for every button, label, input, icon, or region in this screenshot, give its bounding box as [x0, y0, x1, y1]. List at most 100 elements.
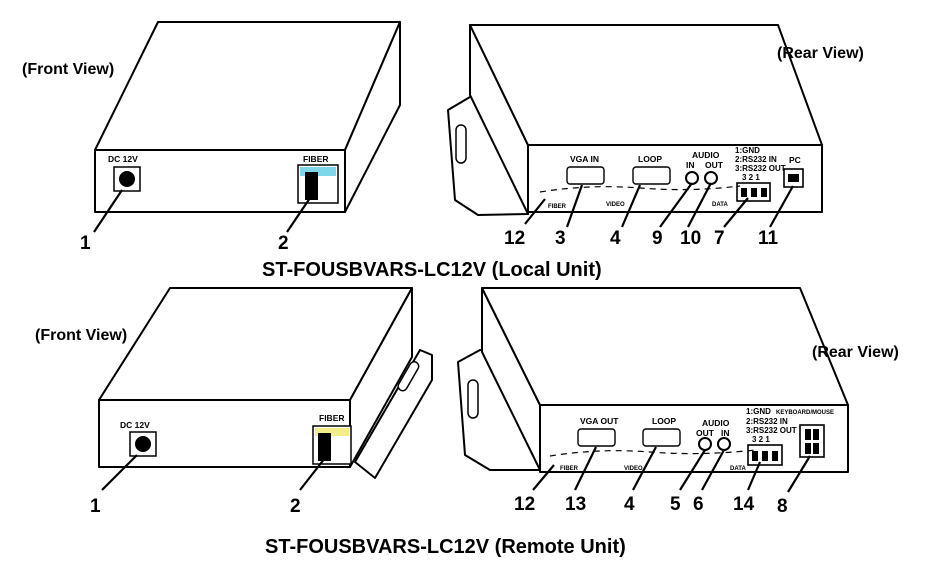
local-audio-label: AUDIO: [692, 150, 720, 160]
local-front-unit: DC 12V FIBER (Front View) 1 2: [22, 21, 401, 254]
local-callout-line-2: [286, 197, 311, 233]
remote-terminal-pin-2: [762, 451, 768, 461]
remote-audio-in-label: IN: [721, 428, 730, 438]
remote-callout-5: 5: [670, 494, 681, 515]
local-rear-bracket-slot: [455, 124, 467, 164]
remote-callout-line-13: [574, 446, 597, 491]
local-front-panel: [94, 149, 346, 213]
remote-callout-13: 13: [565, 494, 586, 515]
remote-rear-view-label: (Rear View): [812, 344, 899, 361]
local-data-line-3: 3:RS232 OUT: [735, 164, 786, 173]
local-terminal-pin-1: [761, 188, 767, 197]
local-callout-11: 11: [758, 228, 779, 249]
remote-callout-12: 12: [514, 494, 535, 515]
local-callout-10: 10: [680, 228, 701, 249]
remote-callout-2: 2: [290, 496, 301, 517]
remote-front-unit: DC 12V FIBER (Front View) 1 2: [35, 287, 433, 517]
remote-callout-line-1: [101, 454, 138, 491]
remote-data-line-3: 3:RS232 OUT: [746, 426, 797, 435]
local-audio-out-jack: [704, 171, 718, 185]
local-callout-line-1: [93, 189, 123, 233]
local-video-small-label: VIDEO: [606, 202, 625, 208]
remote-audio-label: AUDIO: [702, 418, 730, 428]
local-audio-out-label: OUT: [705, 160, 724, 170]
remote-audio-in-jack: [717, 437, 731, 451]
local-vgain-label: VGA IN: [570, 154, 599, 164]
remote-callout-line-6: [701, 449, 725, 491]
remote-pin-numbers: 3 2 1: [752, 435, 770, 444]
local-pin-numbers: 3 2 1: [742, 173, 760, 182]
local-dc-label: DC 12V: [108, 154, 138, 164]
local-data-small-label: DATA: [712, 202, 728, 208]
remote-callout-6: 6: [693, 494, 704, 515]
remote-fiber-small-label: FIBER: [560, 466, 579, 472]
local-callout-12: 12: [504, 228, 525, 249]
local-callout-4: 4: [610, 228, 621, 249]
remote-callout-line-2: [299, 457, 326, 491]
remote-callout-line-8: [787, 455, 811, 493]
remote-group-arc: [549, 449, 756, 457]
remote-audio-out-label: OUT: [696, 428, 715, 438]
remote-rear-unit: (Rear View) VGA OUT LOOP AUDIO OUT IN 1:…: [457, 287, 899, 517]
local-callout-line-12: [524, 198, 546, 225]
remote-callout-8: 8: [777, 496, 788, 517]
remote-audio-out-jack: [698, 437, 712, 451]
remote-vgaout-label: VGA OUT: [580, 416, 619, 426]
remote-callout-line-4: [632, 446, 657, 491]
local-fiber-color-band: [300, 167, 336, 176]
remote-callout-4: 4: [624, 494, 635, 515]
local-callout-3: 3: [555, 228, 566, 249]
remote-usb-socket-a: [805, 429, 811, 440]
remote-usb-socket-d: [813, 443, 819, 454]
local-fiber-connector: [305, 172, 318, 200]
remote-front-view-label: (Front View): [35, 327, 127, 344]
remote-keyboard-mouse-label: KEYBOARD/MOUSE: [776, 410, 834, 416]
remote-fiber-color-band: [315, 428, 349, 436]
remote-terminal-pin-3: [752, 451, 758, 461]
remote-callout-line-5: [679, 449, 706, 491]
remote-callout-14: 14: [733, 494, 755, 515]
remote-callout-1: 1: [90, 496, 101, 517]
local-audio-in-jack: [685, 171, 699, 185]
local-vga-in-port: [566, 166, 605, 185]
remote-video-small-label: VIDEO: [624, 466, 643, 472]
local-callout-line-7: [723, 197, 749, 228]
remote-front-bracket-slot: [397, 361, 420, 392]
remote-usb-keyboard-mouse-port: [799, 424, 825, 458]
remote-loop-port: [642, 428, 681, 447]
remote-unit-title: ST-FOUSBVARS-LC12V (Remote Unit): [265, 536, 626, 558]
local-dc-jack-socket: [119, 171, 135, 187]
local-callout-line-11: [769, 185, 794, 228]
remote-callout-line-14: [746, 461, 762, 491]
remote-fiber-label: FIBER: [319, 413, 345, 423]
local-fiber-label: FIBER: [303, 154, 329, 164]
local-usb-pc-socket: [788, 174, 799, 182]
remote-usb-socket-b: [813, 429, 819, 440]
remote-data-small-label: DATA: [730, 466, 746, 472]
local-callout-7: 7: [714, 228, 725, 249]
local-callout-1: 1: [80, 233, 91, 254]
remote-terminal-pin-1: [772, 451, 778, 461]
remote-fiber-connector: [318, 433, 331, 461]
remote-front-panel: [98, 399, 351, 468]
local-loop-port: [632, 166, 671, 185]
local-callout-2: 2: [278, 233, 289, 254]
local-rear-view-label: (Rear View): [777, 45, 864, 62]
remote-loop-label: LOOP: [652, 416, 676, 426]
local-terminal-pin-3: [741, 188, 747, 197]
local-pc-label: PC: [789, 155, 801, 165]
local-data-line-2: 2:RS232 IN: [735, 155, 777, 164]
local-data-line-1: 1:GND: [735, 146, 760, 155]
local-callout-line-10: [687, 182, 712, 228]
local-callout-9: 9: [652, 228, 663, 249]
local-rear-top-face: [469, 24, 823, 146]
local-fiber-small-label: FIBER: [548, 204, 567, 210]
local-rear-unit: (Rear View) VGA IN LOOP AUDIO IN OUT 1:G…: [447, 24, 864, 249]
local-group-arc: [539, 185, 741, 193]
remote-callout-line-12: [532, 464, 555, 491]
local-loop-label: LOOP: [638, 154, 662, 164]
local-terminal-pin-2: [751, 188, 757, 197]
remote-usb-socket-c: [805, 443, 811, 454]
local-callout-line-4: [620, 184, 642, 228]
